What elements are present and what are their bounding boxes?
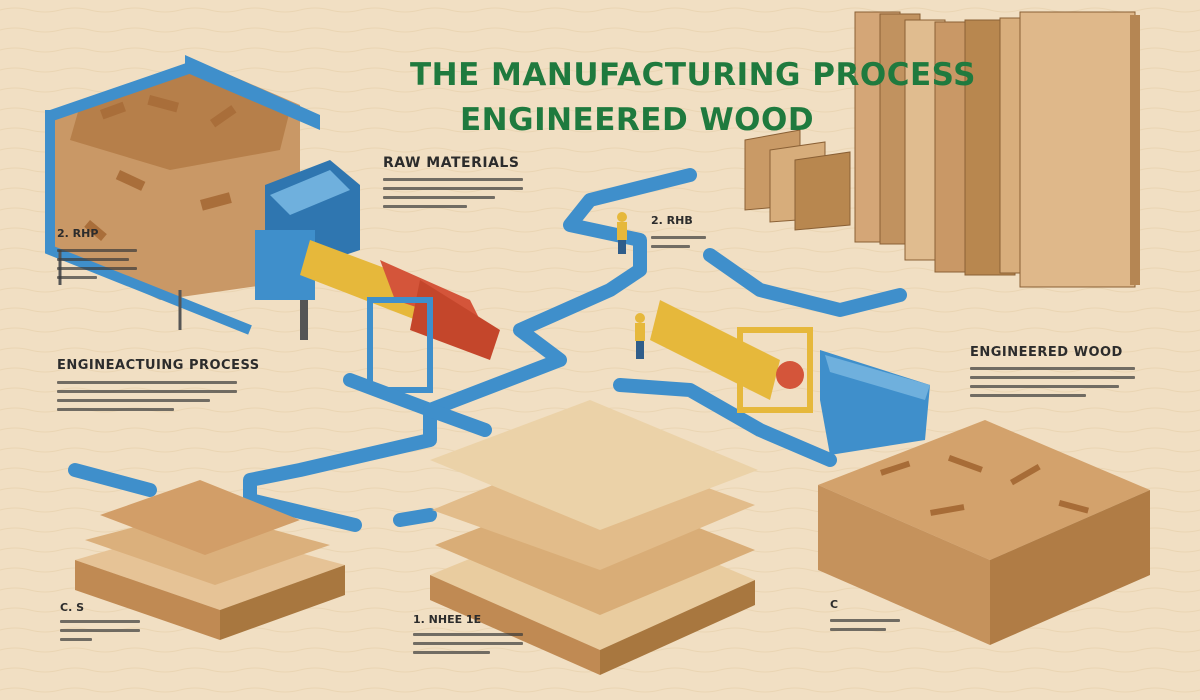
process-heading: ENGINEACTUING PROCESS: [57, 358, 260, 373]
chipper-machine: [255, 160, 360, 340]
step-bottom-center-label: 1. NHEE 1E: [413, 613, 482, 626]
step-bottom-left-label: C. S: [60, 601, 85, 614]
title-line-2: ENGINEERED WOOD: [460, 102, 815, 138]
worker-figures: [617, 212, 645, 359]
raw-materials-text: [383, 172, 523, 214]
step-center-text: [651, 230, 706, 254]
pipes: [68, 168, 907, 532]
title-line-1: THE MANUFACTURING PROCESS: [410, 57, 976, 93]
engineered-wood-text: [970, 361, 1135, 403]
rotary-drum: [300, 240, 500, 393]
standing-panels: [744, 11, 1140, 288]
panel-stack-left: [75, 480, 345, 640]
dryer-machine: [650, 300, 930, 455]
step-bottom-right-text: [830, 613, 900, 637]
process-text: [57, 375, 237, 417]
raw-materials-heading: RAW MATERIALS: [383, 155, 520, 171]
step-center-label: 2. RHB: [651, 214, 693, 227]
osb-block: [818, 420, 1150, 645]
step-bottom-center-text: [413, 627, 523, 660]
panel-stack-center: [430, 400, 758, 675]
step-top-left-text: [57, 243, 137, 285]
step-bottom-right-label: C: [830, 598, 839, 611]
step-bottom-left-text: [60, 614, 140, 647]
chip-bin: [45, 55, 320, 335]
step-top-left-label: 2. RHP: [57, 227, 99, 240]
engineered-wood-heading: ENGINEERED WOOD: [970, 345, 1123, 360]
